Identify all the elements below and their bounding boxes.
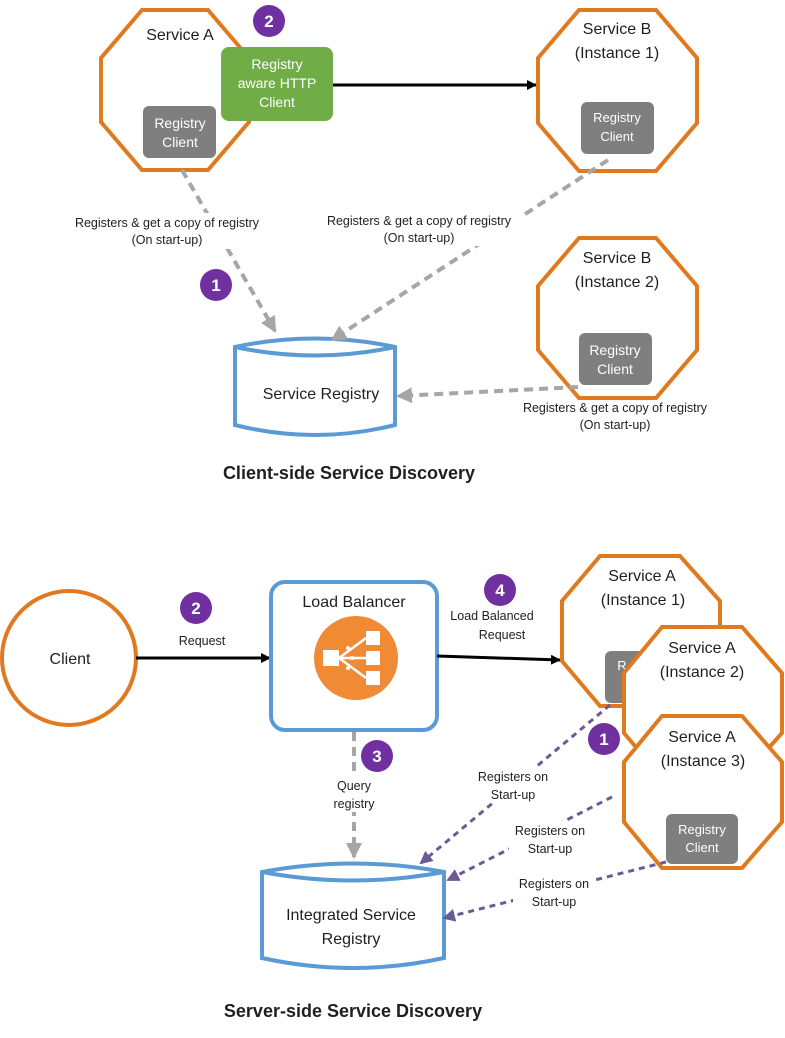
load-balancer-node: Load Balancer	[269, 580, 439, 732]
registry-client-label: Registry	[593, 110, 641, 125]
registers-on-label: Registers on	[515, 824, 585, 838]
badge-4: 4	[484, 574, 516, 606]
register-label-b2-note: (On start-up)	[580, 418, 651, 432]
registry-client-label: Client	[600, 129, 634, 144]
server-side-title: Server-side Service Discovery	[224, 1001, 482, 1021]
registry-client-box	[666, 814, 738, 864]
http-client-label: Client	[259, 94, 295, 110]
service-registry-node: Service Registry	[233, 336, 397, 437]
service-a-label: Service A	[608, 568, 676, 585]
registry-client-label: Registry	[678, 822, 726, 837]
service-b-instance-2-node: Service B (Instance 2) Registry Client	[536, 236, 699, 400]
lb-request-label: Load Balanced	[450, 609, 533, 623]
register-label-a: Registers & get a copy of registry	[75, 216, 260, 230]
register-arrow-service-b1	[330, 158, 610, 342]
service-a-instance-label: (Instance 2)	[660, 664, 744, 681]
service-b-instance-label: (Instance 2)	[575, 274, 659, 291]
request-label: Request	[179, 634, 226, 648]
register-arrow-service-a	[180, 168, 277, 333]
badge-number: 1	[211, 276, 220, 295]
lb-request-label: Request	[479, 628, 526, 642]
registers-on-label: Registers on	[478, 770, 548, 784]
badge-number: 3	[372, 747, 381, 766]
service-b-instance-1-node: Service B (Instance 1) Registry Client	[536, 8, 699, 173]
integrated-registry-label: Integrated Service	[286, 907, 416, 924]
http-client-label: Registry	[251, 56, 302, 72]
service-b-instance-label: (Instance 1)	[575, 45, 659, 62]
registers-on-label: Registers on	[519, 877, 589, 891]
query-label: Query	[337, 779, 372, 793]
service-b-label: Service B	[583, 250, 651, 267]
integrated-service-registry-node: Integrated Service Registry	[260, 861, 446, 970]
query-label: registry	[334, 797, 376, 811]
client-side-title: Client-side Service Discovery	[223, 463, 475, 483]
load-balancer-icon	[314, 616, 398, 700]
badge-number: 4	[495, 581, 505, 600]
registry-client-label: Client	[597, 361, 633, 377]
service-a-label: Service A	[668, 729, 736, 746]
load-balanced-request-arrow	[436, 654, 561, 665]
badge-1-top: 1	[200, 269, 232, 301]
service-a-instance-label: (Instance 1)	[601, 592, 685, 609]
client-node: Client	[0, 589, 138, 727]
registry-client-label: Registry	[154, 115, 205, 131]
register-arrow-service-b2	[396, 385, 579, 404]
service-registry-label: Service Registry	[263, 386, 379, 403]
register-label-b1-note: (On start-up)	[384, 231, 455, 245]
register-label-a-note: (On start-up)	[132, 233, 203, 247]
service-a-registry-client: Registry Client	[143, 106, 216, 158]
registry-client-label: Client	[162, 134, 198, 150]
badge-number: 1	[599, 730, 608, 749]
load-balancer-label: Load Balancer	[302, 594, 406, 611]
badge-3: 3	[361, 740, 393, 772]
registers-on-label: Start-up	[532, 895, 577, 909]
badge-2-top: 2	[253, 5, 285, 37]
registers-on-label: Start-up	[528, 842, 573, 856]
http-client-label: aware HTTP	[238, 75, 317, 91]
registry-aware-http-client: Registry aware HTTP Client	[221, 47, 333, 121]
register-label-b2: Registers & get a copy of registry	[523, 401, 708, 415]
integrated-registry-label: Registry	[322, 931, 381, 948]
service-a-label: Service A	[668, 640, 736, 657]
badge-1-bottom: 1	[588, 723, 620, 755]
service-b-label: Service B	[583, 21, 651, 38]
register-label-b1: Registers & get a copy of registry	[327, 214, 512, 228]
client-label: Client	[50, 651, 91, 668]
registry-client-label: R	[617, 658, 626, 673]
badge-number: 2	[264, 12, 273, 31]
badge-2-bottom: 2	[180, 592, 212, 624]
service-a-label: Service A	[146, 27, 214, 44]
badge-number: 2	[191, 599, 200, 618]
registers-on-label: Start-up	[491, 788, 536, 802]
registry-client-box	[579, 333, 652, 385]
service-a-instance-3-node: Service A (Instance 3) Registry Client	[622, 714, 784, 870]
service-a-instance-label: (Instance 3)	[661, 753, 745, 770]
registry-client-box	[581, 102, 654, 154]
registry-client-label: Client	[685, 840, 719, 855]
registry-client-label: Registry	[589, 342, 640, 358]
